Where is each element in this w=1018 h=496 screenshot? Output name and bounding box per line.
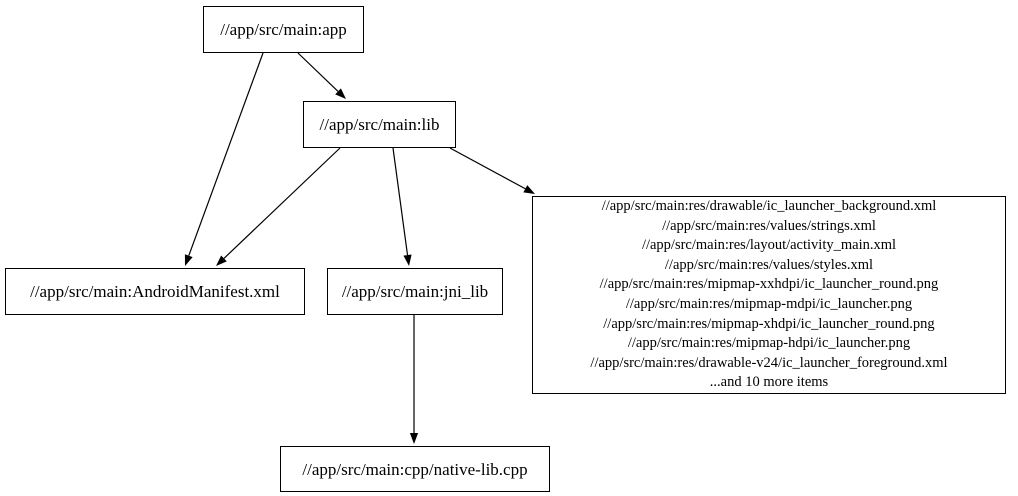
graph-edge-app-to-android-manifest — [184, 52, 264, 266]
edge-arrowhead — [184, 254, 193, 266]
edge-line — [449, 147, 526, 190]
edge-line — [223, 147, 341, 259]
graph-node-android_manifest[interactable]: //app/src/main:AndroidManifest.xml — [5, 268, 305, 315]
graph-node-native_lib_cpp[interactable]: //app/src/main:cpp/native-lib.cpp — [280, 446, 550, 492]
graph-edge-lib-to-jni-lib — [392, 147, 412, 266]
graph-edge-lib-to-android-manifest — [216, 147, 341, 266]
edge-arrowhead — [216, 255, 227, 266]
edge-arrowhead — [403, 254, 412, 266]
graph-node-res_group[interactable]: //app/src/main:res/drawable/ic_launcher_… — [532, 196, 1006, 394]
edge-line — [297, 52, 339, 92]
graph-edge-jni-lib-to-native-lib-cpp — [409, 315, 419, 444]
graph-node-label-android_manifest: //app/src/main:AndroidManifest.xml — [30, 282, 280, 301]
graph-node-jni_lib[interactable]: //app/src/main:jni_lib — [327, 268, 503, 315]
graph-node-label-jni_lib: //app/src/main:jni_lib — [341, 282, 489, 301]
edge-arrowhead — [335, 88, 346, 99]
graph-edge-app-to-lib — [297, 52, 346, 99]
graph-node-label-res_group: //app/src/main:res/drawable/ic_launcher_… — [590, 198, 948, 391]
graph-node-app[interactable]: //app/src/main:app — [203, 6, 364, 53]
graph-node-label-lib: //app/src/main:lib — [319, 115, 440, 134]
edge-line — [392, 147, 409, 256]
graph-node-label-app: //app/src/main:app — [220, 20, 347, 39]
graph-node-label-native_lib_cpp: //app/src/main:cpp/native-lib.cpp — [302, 459, 528, 479]
graph-node-lib[interactable]: //app/src/main:lib — [303, 101, 456, 148]
graph-edge-lib-to-res-group — [449, 147, 535, 194]
edge-arrowhead — [523, 185, 535, 194]
edge-line — [188, 52, 264, 256]
edge-arrowhead — [409, 433, 419, 444]
